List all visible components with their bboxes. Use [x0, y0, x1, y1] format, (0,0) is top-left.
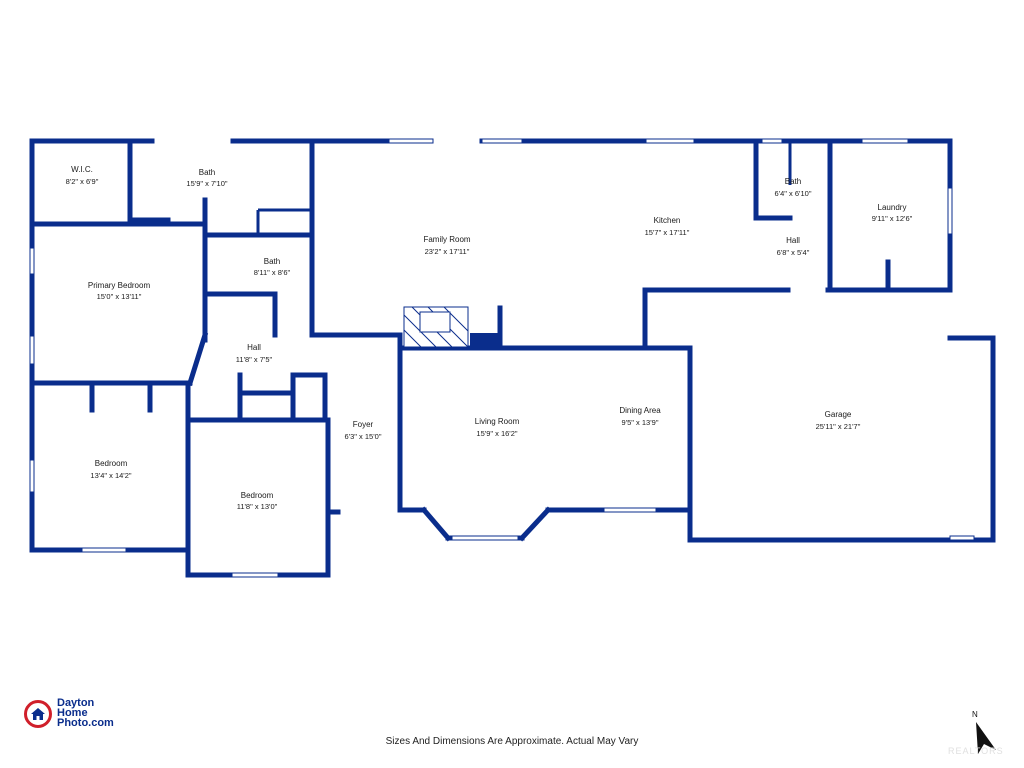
walls	[29, 138, 996, 578]
room-name: Bath	[785, 177, 801, 186]
watermark: REALTORS	[948, 746, 1004, 756]
compass-label: N	[972, 710, 978, 719]
room-name: Foyer	[353, 420, 374, 429]
room-dimensions: 9'5" x 13'9"	[622, 418, 659, 427]
room-dimensions: 15'0" x 13'11"	[97, 292, 142, 301]
room-dimensions: 6'4" x 6'10"	[775, 189, 812, 198]
logo-line1: Dayton	[57, 697, 95, 709]
logo-text: Dayton Home Photo.com	[57, 697, 114, 729]
room-name: W.I.C.	[71, 165, 93, 174]
room-name: Primary Bedroom	[88, 281, 151, 290]
room-name: Bath	[264, 257, 280, 266]
logo-line3: Photo.com	[57, 717, 114, 729]
room-name: Bedroom	[95, 459, 128, 468]
room-dimensions: 13'4" x 14'2"	[90, 471, 131, 480]
room-name: Bedroom	[241, 491, 274, 500]
room-name: Kitchen	[654, 216, 681, 225]
house-logo-icon	[24, 700, 52, 728]
north-arrow-icon	[976, 722, 996, 754]
room-labels: W.I.C. 8'2" x 6'9" Bath 15'9" x 7'10" Ba…	[66, 165, 913, 511]
room-dimensions: 9'11" x 12'6"	[872, 214, 913, 223]
room-name: Hall	[247, 343, 261, 352]
fireplace	[403, 305, 503, 351]
logo-line2: Home	[57, 707, 88, 719]
room-name: Laundry	[878, 203, 907, 212]
room-dimensions: 23'2" x 17'11"	[425, 247, 470, 256]
room-name: Living Room	[475, 417, 520, 426]
room-dimensions: 6'8" x 5'4"	[777, 248, 810, 257]
room-dimensions: 8'2" x 6'9"	[66, 177, 99, 186]
room-name: Dining Area	[619, 406, 661, 415]
room-dimensions: 15'7" x 17'11"	[645, 228, 690, 237]
room-name: Bath	[199, 168, 215, 177]
disclaimer: Sizes And Dimensions Are Approximate. Ac…	[385, 736, 639, 747]
room-dimensions: 15'9" x 16'2"	[476, 429, 517, 438]
room-name: Hall	[786, 236, 800, 245]
room-name: Garage	[825, 410, 852, 419]
north-compass: N	[970, 710, 1000, 756]
room-dimensions: 15'9" x 7'10"	[186, 179, 227, 188]
room-dimensions: 11'8" x 13'0"	[237, 502, 278, 511]
room-dimensions: 6'3" x 15'0"	[345, 432, 382, 441]
room-name: Family Room	[423, 235, 470, 244]
room-dimensions: 25'11" x 21'7"	[816, 422, 861, 431]
windows	[29, 138, 975, 578]
room-dimensions: 11'8" x 7'5"	[236, 355, 273, 364]
room-dimensions: 8'11" x 8'6"	[254, 268, 291, 277]
